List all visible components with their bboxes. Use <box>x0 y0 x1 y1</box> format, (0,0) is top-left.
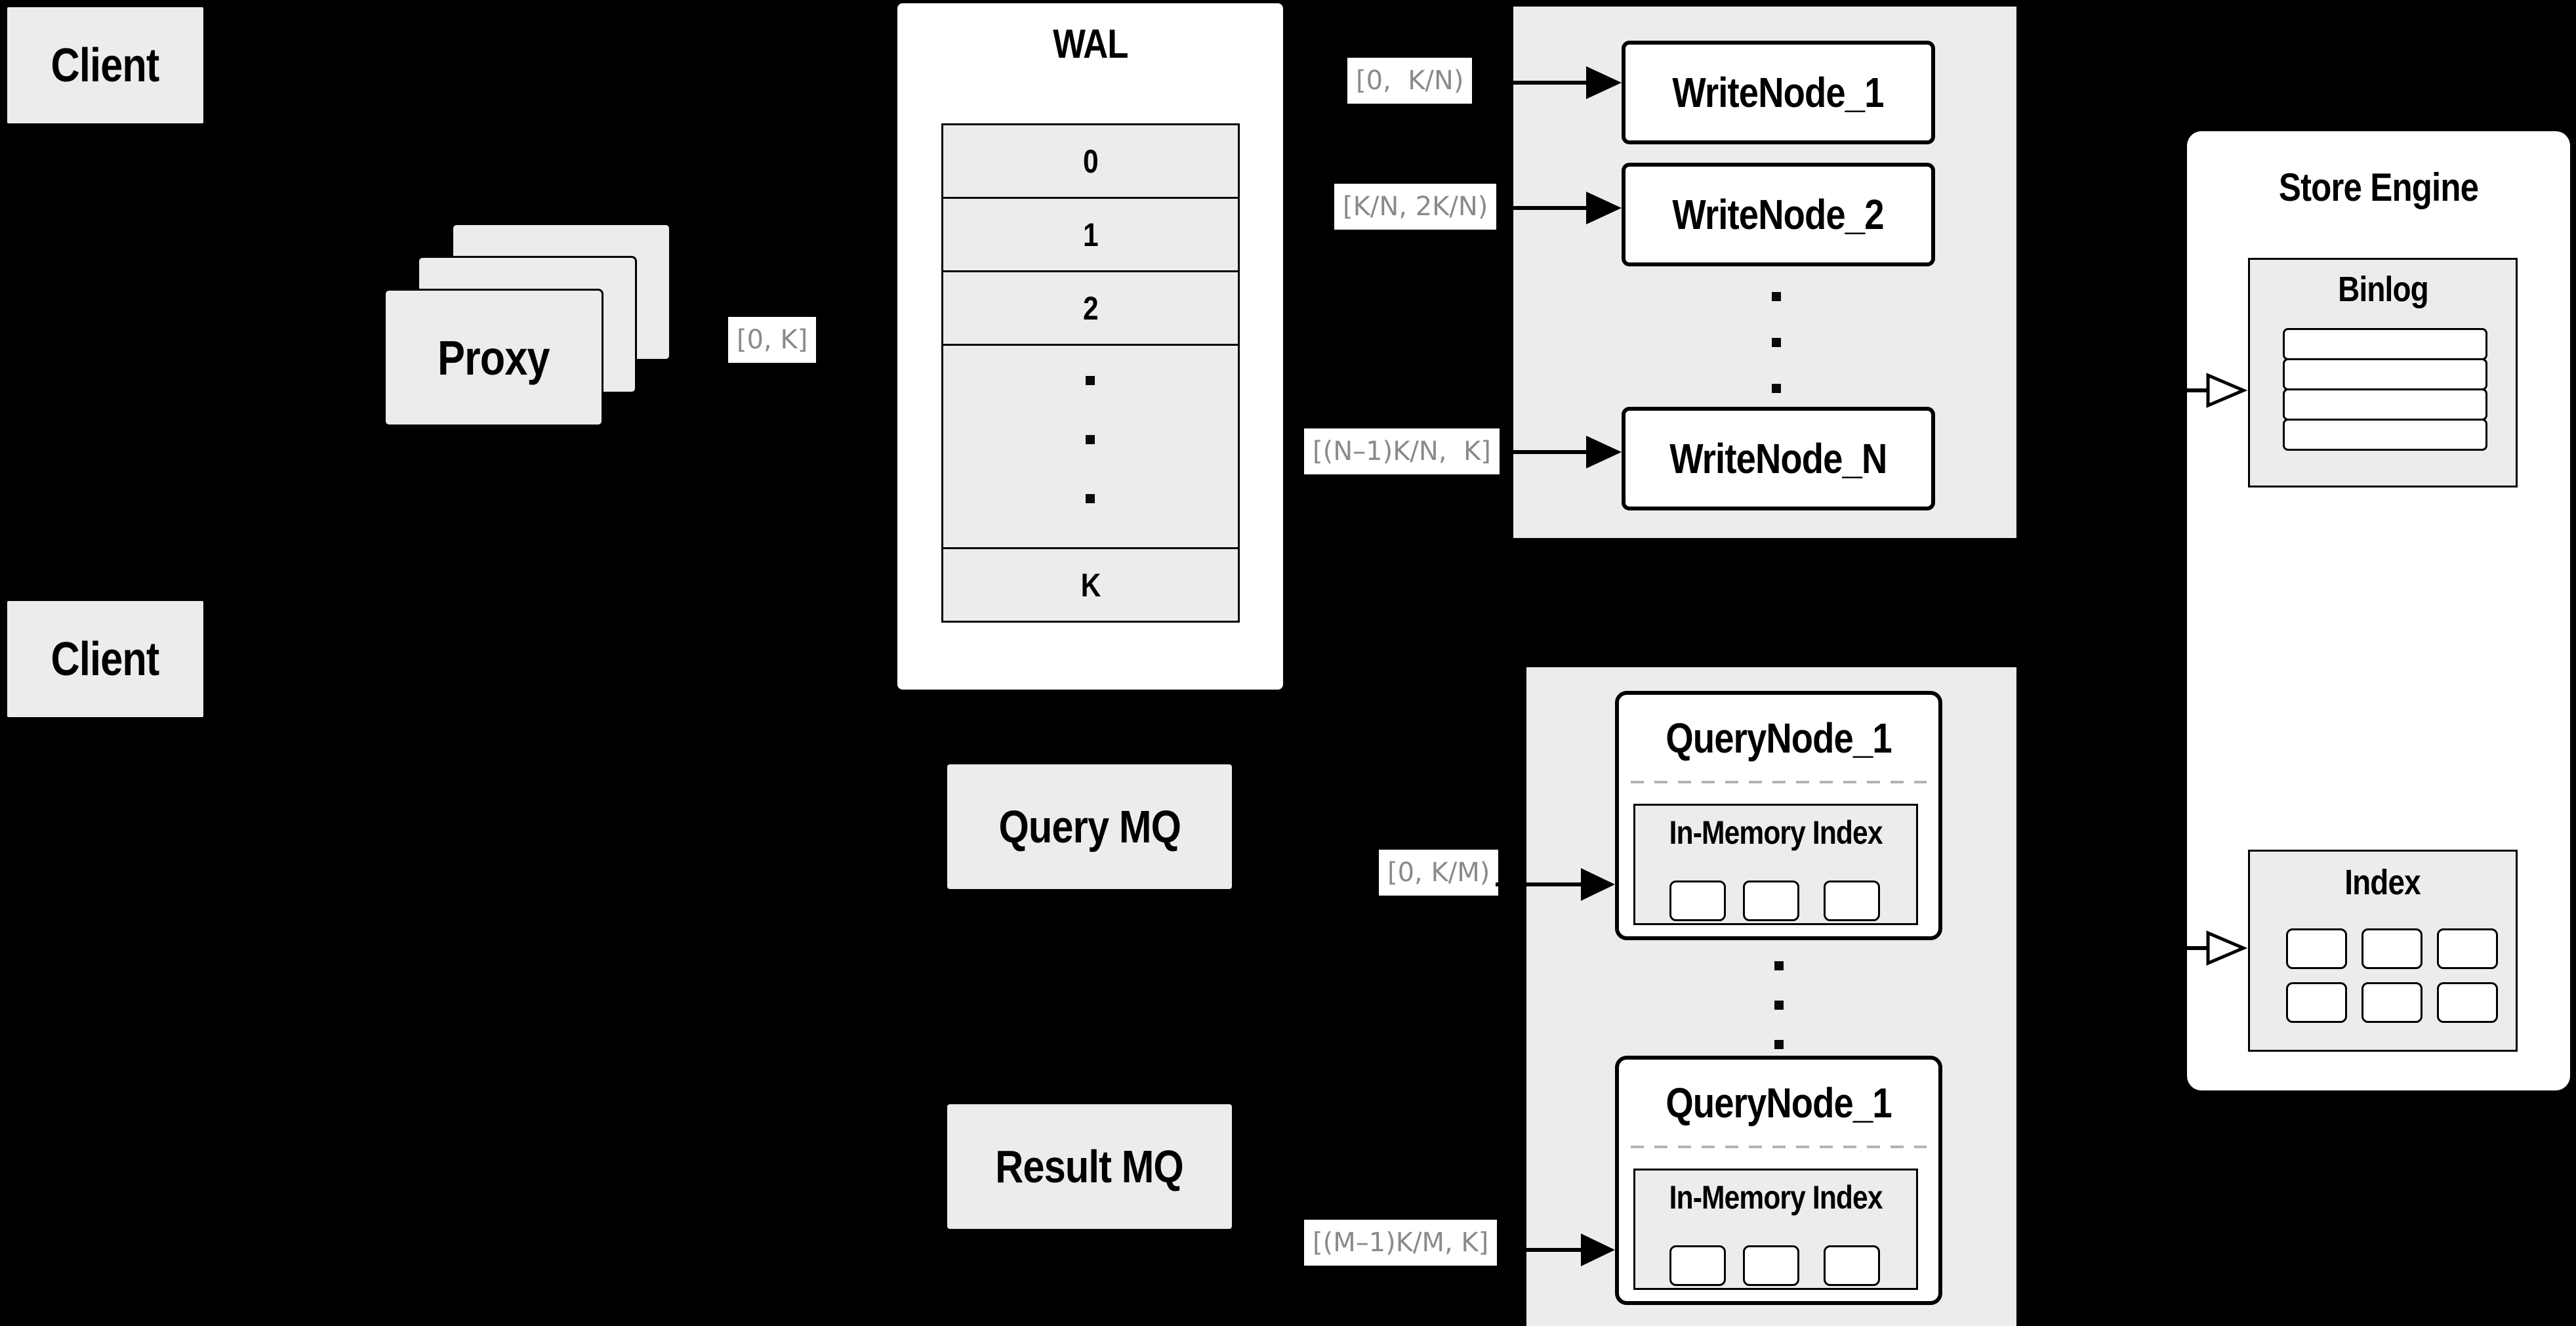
query-node-group: QueryNode_1 In-Memory Index QueryNode_1 <box>1526 667 2016 1326</box>
in-memory-chunk <box>1669 1245 1726 1286</box>
dashed-divider <box>1631 1146 1927 1148</box>
client-bottom-label: Client <box>51 632 160 686</box>
wal-segment-0-label: 0 <box>1083 142 1099 180</box>
result-mq-box: Result MQ <box>947 1104 1232 1229</box>
query-node-bottom: QueryNode_1 In-Memory Index <box>1615 1056 1942 1305</box>
index-chunk <box>2286 928 2347 969</box>
binlog-title: Binlog <box>2337 270 2429 309</box>
write-node-1: WriteNode_1 <box>1622 41 1935 144</box>
query-mq-label: Query MQ <box>998 801 1181 852</box>
write-node-2: WriteNode_2 <box>1622 163 1935 266</box>
wal-segment-k-label: K <box>1080 566 1101 604</box>
wal-segment-2-label: 2 <box>1083 289 1099 327</box>
range-label-proxy-out: [0, K] <box>728 317 817 363</box>
binlog-row <box>2283 358 2487 390</box>
proxy-label: Proxy <box>438 330 550 385</box>
index-box: Index <box>2248 850 2518 1052</box>
client-top-label: Client <box>51 39 160 92</box>
index-title: Index <box>2344 863 2421 902</box>
query-node-bottom-title: QueryNode_1 <box>1666 1079 1892 1127</box>
in-memory-chunk <box>1743 1245 1799 1286</box>
range-label-query-last: [(M–1)K/M, K] <box>1304 1220 1498 1266</box>
query-node-top: QueryNode_1 In-Memory Index <box>1615 691 1942 940</box>
in-memory-chunk <box>1669 881 1726 921</box>
client-box-bottom: Client <box>5 599 205 719</box>
wal-segment-k: K <box>941 547 1240 623</box>
wal-segment-2: 2 <box>941 270 1240 346</box>
write-node-n-label: WriteNode_N <box>1669 435 1887 482</box>
binlog-box: Binlog <box>2248 258 2518 487</box>
query-node-top-title: QueryNode_1 <box>1666 714 1892 762</box>
query-node-ellipsis-dots <box>1774 961 1784 1049</box>
wal-ellipsis-dots <box>1086 376 1095 503</box>
write-node-group: WriteNode_1 WriteNode_2 WriteNode_N <box>1513 7 2016 538</box>
result-mq-label: Result MQ <box>995 1141 1184 1192</box>
dashed-divider <box>1631 781 1927 783</box>
range-label-write-2: [K/N, 2K/N) <box>1334 184 1497 230</box>
index-chunk <box>2286 982 2347 1023</box>
index-chunk <box>2437 928 2498 969</box>
binlog-row <box>2283 419 2487 451</box>
wal-panel: WAL 0 1 2 K <box>897 3 1283 690</box>
in-memory-index-top: In-Memory Index <box>1633 804 1918 925</box>
store-engine-panel: Store Engine Binlog Index <box>2187 131 2570 1090</box>
in-memory-chunk <box>1824 1245 1880 1286</box>
index-chunk <box>2437 982 2498 1023</box>
client-box-top: Client <box>5 5 205 125</box>
range-label-query-first: [0, K/M) <box>1379 850 1499 896</box>
proxy-box: Proxy <box>384 289 603 426</box>
write-node-n: WriteNode_N <box>1622 407 1935 510</box>
query-mq-box: Query MQ <box>947 764 1232 889</box>
wal-segment-0: 0 <box>941 123 1240 199</box>
binlog-row <box>2283 328 2487 360</box>
store-engine-title: Store Engine <box>2278 165 2479 209</box>
write-node-1-label: WriteNode_1 <box>1672 69 1885 116</box>
wal-title: WAL <box>1052 21 1128 67</box>
index-chunk <box>2361 928 2423 969</box>
range-label-write-1: [0, K/N) <box>1347 58 1473 104</box>
in-memory-index-bottom: In-Memory Index <box>1633 1169 1918 1290</box>
range-label-write-n: [(N–1)K/N, K] <box>1304 428 1500 474</box>
binlog-row <box>2283 388 2487 421</box>
index-chunk <box>2361 982 2423 1023</box>
in-memory-index-bottom-title: In-Memory Index <box>1669 1179 1883 1216</box>
in-memory-index-top-title: In-Memory Index <box>1669 814 1883 851</box>
write-node-2-label: WriteNode_2 <box>1672 191 1885 238</box>
in-memory-chunk <box>1824 881 1880 921</box>
wal-segment-1-label: 1 <box>1083 216 1099 253</box>
wal-segment-1: 1 <box>941 197 1240 272</box>
in-memory-chunk <box>1743 881 1799 921</box>
write-node-ellipsis-dots <box>1772 292 1781 393</box>
